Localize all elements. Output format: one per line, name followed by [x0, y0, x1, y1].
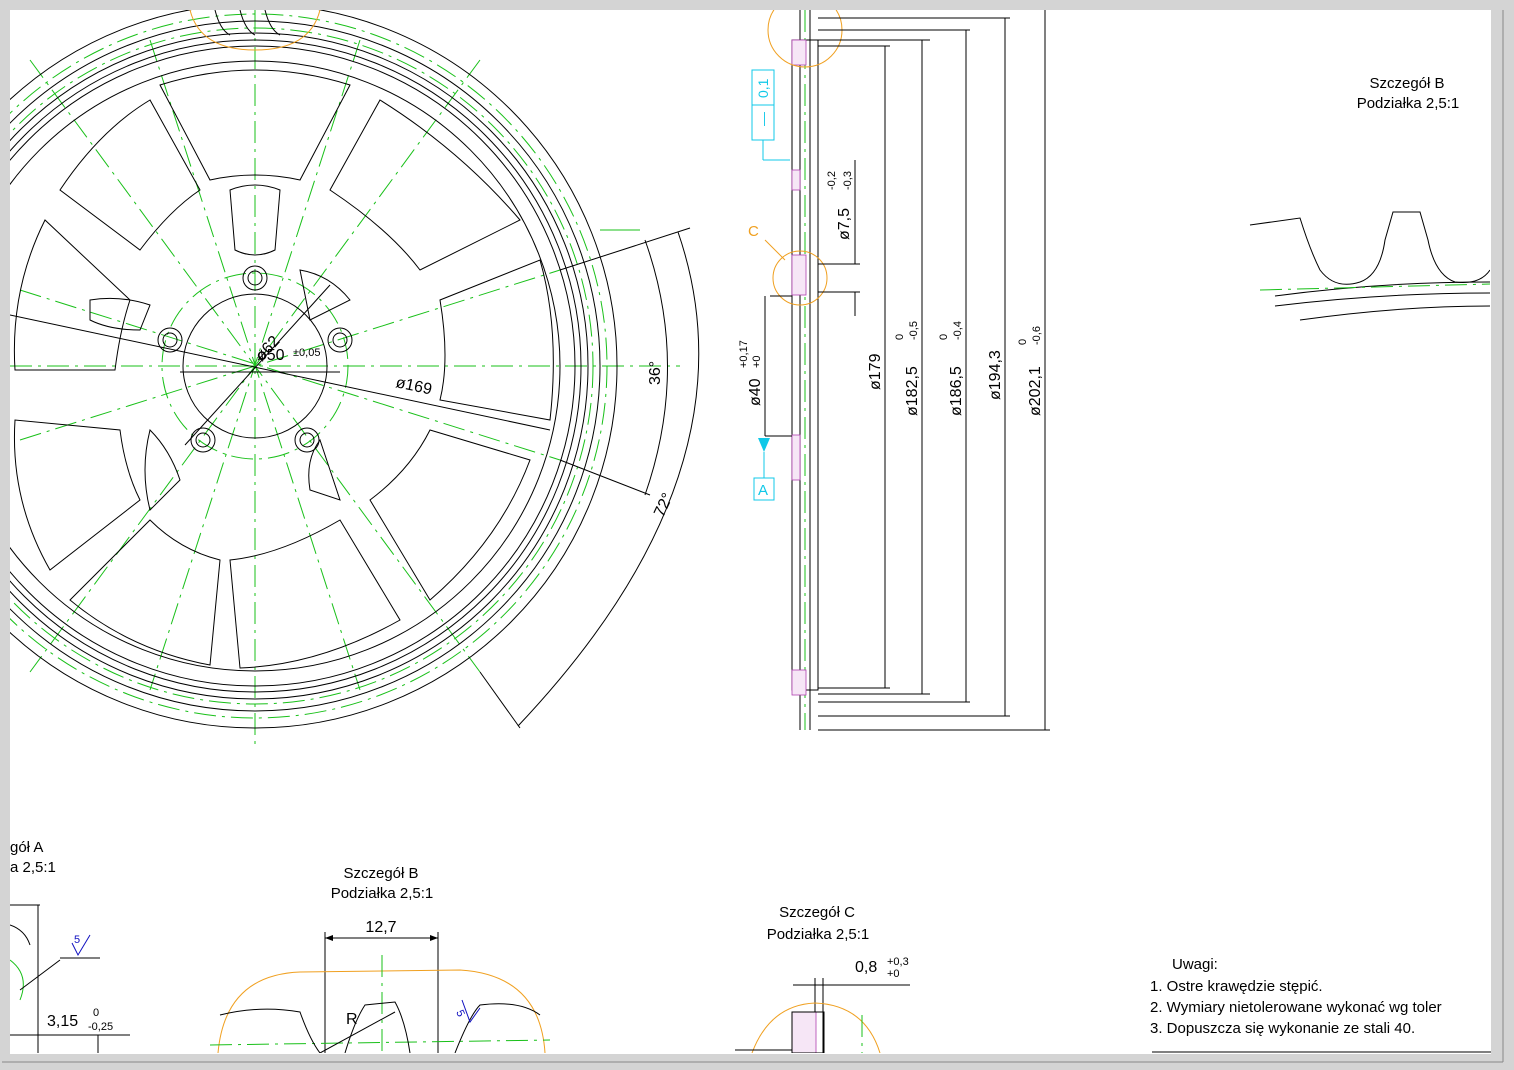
dim-d40: ø40	[747, 378, 764, 406]
detail-a-scale: a 2,5:1	[10, 859, 56, 876]
detail-b: Szczegół B Podziałka 2,5:1 12,7 R 5	[209, 865, 551, 1053]
notes-title: Uwagi:	[1172, 956, 1218, 973]
detail-b-marker	[189, 10, 321, 51]
datum-a: A	[753, 438, 775, 501]
detail-b-scale: Podziałka 2,5:1	[331, 885, 434, 902]
note-1: 1. Ostre krawędzie stępić.	[1150, 978, 1323, 995]
dim-d202-1-lower: -0,6	[1031, 326, 1043, 345]
dim-d40-lower: +0	[751, 355, 763, 368]
detail-b-radius: R	[346, 1011, 358, 1028]
paper-background	[10, 10, 1491, 1054]
detail-b-top: Szczegół B Podziałka 2,5:1	[1249, 75, 1490, 321]
detail-c-dim-lower: +0	[887, 968, 900, 980]
detail-b-width-dim: 12,7	[365, 919, 396, 936]
detail-a-dim-upper: 0	[93, 1007, 99, 1019]
detail-b-top-title: Szczegół B	[1369, 75, 1444, 92]
front-view: ø62 ø50 ±0,05 ø169 36° 72°	[10, 10, 700, 748]
notes: Uwagi: 1. Ostre krawędzie stępić. 2. Wym…	[1150, 956, 1491, 1053]
dim-d182-5-lower: -0,5	[908, 321, 920, 340]
section-dimension-texts: ø7,5 -0,2 -0,3 ø40 +0,17 +0 ø179 ø182,5 …	[738, 171, 1044, 416]
dim-d7-5-upper: -0,2	[826, 171, 838, 190]
spoke-windows	[13, 69, 554, 669]
detail-a-dim-lower: -0,25	[88, 1021, 113, 1033]
hub	[157, 265, 353, 453]
detail-c-dim: 0,8	[855, 959, 877, 976]
dim-d194-3: ø194,3	[987, 350, 1004, 400]
dim-d186-5-lower: -0,4	[952, 321, 964, 340]
detail-c-scale: Podziałka 2,5:1	[767, 926, 870, 943]
dim-d179: ø179	[867, 353, 884, 390]
dim-angle-36: 36°	[647, 361, 664, 385]
note-3: 3. Dopuszcza się wykonanie ze stali 40.	[1150, 1020, 1415, 1037]
section-dimension-lines	[764, 10, 1050, 731]
tol-symbol: —	[755, 112, 771, 126]
dim-d50-tol: ±0,05	[293, 347, 320, 359]
section-view: C — 0,1 A	[738, 10, 1050, 731]
detail-a-title: gół A	[10, 839, 43, 856]
detail-a-roughness: 5	[74, 934, 80, 946]
detail-a-dim: 3,15	[47, 1013, 78, 1030]
dim-d182-5-upper: 0	[894, 334, 906, 340]
note-2: 2. Wymiary nietolerowane wykonać wg tole…	[1150, 999, 1442, 1016]
rim-outlines	[10, 10, 618, 729]
dim-d186-5-upper: 0	[938, 334, 950, 340]
dim-d202-1-upper: 0	[1017, 339, 1029, 345]
dim-d182-5: ø182,5	[904, 366, 921, 416]
detail-b-title: Szczegół B	[343, 865, 418, 882]
dim-d202-1: ø202,1	[1027, 366, 1044, 416]
detail-b-top-scale: Podziałka 2,5:1	[1357, 95, 1460, 112]
tol-value: 0,1	[755, 78, 771, 98]
centerlines	[10, 10, 680, 748]
datum-label: A	[758, 482, 768, 499]
detail-a: gół A a 2,5:1 5 3,15 0 -0,25	[10, 839, 130, 1053]
dim-d186-5: ø186,5	[948, 366, 965, 416]
dim-d7-5-lower: -0,3	[842, 171, 854, 190]
dim-d40-upper: +0,17	[738, 340, 750, 368]
geometric-tolerance-frame: — 0,1	[751, 69, 790, 161]
detail-c: Szczegół C Podziałka 2,5:1 0,8 +0,3 +0	[735, 904, 910, 1053]
dim-d7-5: ø7,5	[836, 208, 853, 240]
detail-c-title: Szczegół C	[779, 904, 855, 921]
detail-b-roughness: 5	[453, 1008, 466, 1019]
detail-c-dim-upper: +0,3	[887, 956, 909, 968]
dim-d50: ø50	[257, 347, 285, 364]
detail-c-label: C	[748, 223, 759, 240]
